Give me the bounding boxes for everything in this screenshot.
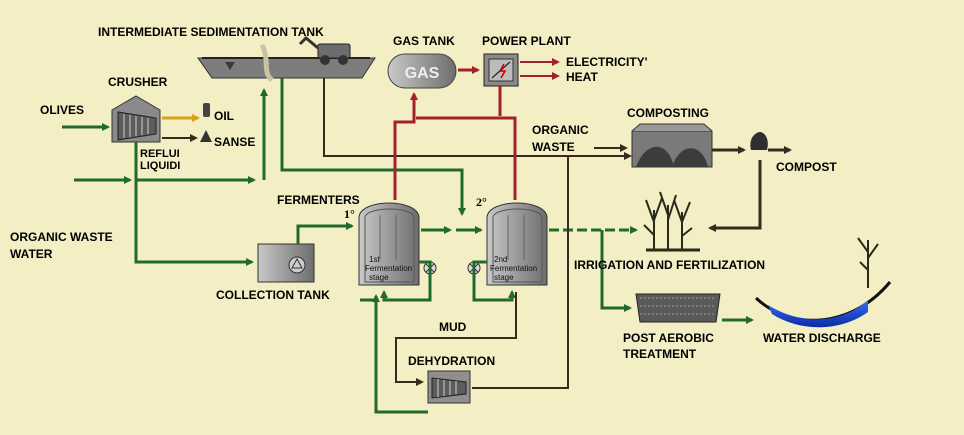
composting-icon <box>631 123 713 168</box>
liquidi-label: LIQUIDI <box>140 160 180 172</box>
fermenter-1-number: 1° <box>344 207 355 221</box>
post-aerobic-icon <box>635 293 721 323</box>
sedimentation-to-fermenter-arrow <box>280 78 466 216</box>
oil-label: OIL <box>214 109 234 123</box>
electricity-label: ELECTRICITY' <box>566 55 648 69</box>
crusher-label: CRUSHER <box>108 75 168 89</box>
mud-arrow <box>395 292 517 386</box>
fermenter-1-stage-line2: Fermentation <box>365 264 412 273</box>
heat-label: HEAT <box>566 70 598 84</box>
power-plant-icon <box>483 53 519 87</box>
organic-waste-water-label-1: ORGANIC WASTE <box>10 230 113 244</box>
olives-label: OLIVES <box>40 103 84 117</box>
sanse-bag-icon <box>200 130 212 142</box>
collection-tank-label: COLLECTION TANK <box>216 288 330 302</box>
dehydration-icon <box>427 370 471 404</box>
collection-tank-icon <box>257 243 315 283</box>
fermenter-2-number: 2° <box>476 195 487 209</box>
organic-waste-label-1: ORGANIC <box>532 123 589 137</box>
post-aerobic-label-2: TREATMENT <box>623 347 697 361</box>
gas-from-f2-line <box>416 116 517 200</box>
oil-bottle-icon <box>203 103 210 117</box>
irrigation-label: IRRIGATION AND FERTILIZATION <box>574 258 765 272</box>
power-plant-label: POWER PLANT <box>482 34 571 48</box>
fermenter-1-stage-line3: stage <box>369 273 389 282</box>
organic-waste-label-2: WASTE <box>532 140 575 154</box>
gas-from-f1-arrow <box>393 92 418 200</box>
sedimentation-to-compost-arrow <box>323 78 632 160</box>
fermenter-2-stage-line1: 2nd <box>494 255 507 264</box>
to-collection-arrow <box>134 180 254 266</box>
gas-tank-text: GAS <box>405 65 440 82</box>
water-discharge-label: WATER DISCHARGE <box>763 331 881 345</box>
sanse-label: SANSE <box>214 135 255 149</box>
collection-to-fermenter-arrow <box>296 222 354 244</box>
reflui-label: REFLUI <box>140 148 180 160</box>
fermenters-label: FERMENTERS <box>277 193 360 207</box>
gas-tank-label: GAS TANK <box>393 34 455 48</box>
water-discharge-pond <box>754 281 892 328</box>
sedimentation-tank-label: INTERMEDIATE SEDIMENTATION TANK <box>98 25 324 39</box>
fermenter-1-icon <box>358 202 420 286</box>
fermenter-1-stage-line1: 1st <box>369 255 380 264</box>
compost-to-plants-arrow <box>708 160 762 232</box>
post-aerobic-label-1: POST AEROBIC <box>623 331 714 345</box>
dehydration-out-line <box>472 156 569 389</box>
recirc-1-arrow <box>380 260 432 302</box>
compost-bag-icon <box>750 132 768 150</box>
crusher-icon <box>111 95 161 143</box>
composting-label: COMPOSTING <box>627 106 709 120</box>
dehydration-label: DEHYDRATION <box>408 354 495 368</box>
fermenter-2-stage-line2: Fermentation <box>490 264 537 273</box>
to-post-aerobic-arrow <box>600 230 632 312</box>
compost-label: COMPOST <box>776 160 837 174</box>
sedimentation-tank <box>197 35 376 82</box>
fermenter-2-icon <box>486 202 548 286</box>
fermenter-2-stage-line3: stage <box>494 273 514 282</box>
tree-icon <box>857 237 879 288</box>
recirc-2-arrow <box>472 260 516 302</box>
mud-label: MUD <box>439 320 467 334</box>
plants-icon <box>643 191 700 252</box>
dehydration-return-arrow <box>372 294 428 414</box>
organic-waste-water-label-2: WATER <box>10 247 53 261</box>
gas-tank-icon: GAS <box>387 53 457 89</box>
